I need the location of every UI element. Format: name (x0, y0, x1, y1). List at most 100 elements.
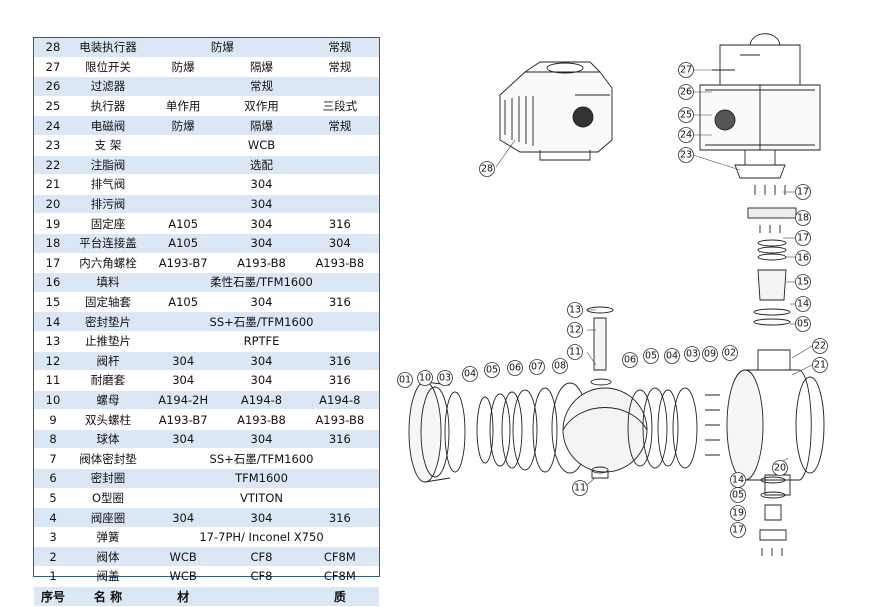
material-cell: 304 (144, 370, 223, 391)
part-name: 填料 (72, 272, 144, 293)
material-cell: TFM1600 (144, 468, 379, 489)
material-cell: SS+石墨/TFM1600 (144, 311, 379, 332)
bolts-right (705, 394, 720, 456)
material-cell: 三段式 (300, 96, 379, 117)
part-name: 耐磨套 (72, 370, 144, 391)
part-name: 过滤器 (72, 76, 144, 97)
callout-label: 07 (531, 362, 543, 373)
electric-actuator (499, 61, 613, 161)
material-cell: 304 (222, 213, 301, 234)
part-name: 阀杆 (72, 351, 144, 372)
part-number: 6 (34, 468, 72, 489)
part-number: 27 (34, 57, 72, 78)
callout-label: 16 (797, 253, 809, 264)
material-cell: 隔爆 (222, 115, 301, 136)
seat-rings-right (627, 387, 698, 469)
material-cell: VTITON (144, 488, 379, 509)
material-cell: CF8M (300, 566, 379, 587)
material-cell: 316 (300, 507, 379, 528)
material-cell: 防爆 (144, 38, 301, 58)
material-cell: 304 (144, 351, 223, 372)
header-material-2: 质 (300, 585, 379, 607)
material-cell: A193-B8 (300, 253, 379, 274)
callout-label: 14 (732, 475, 744, 486)
material-cell: 316 (300, 292, 379, 313)
callout-label: 05 (486, 365, 498, 376)
material-cell: 304 (300, 233, 379, 254)
material-cell: A194-8 (300, 390, 379, 411)
material-cell: 常规 (300, 57, 379, 78)
material-cell: 选配 (144, 155, 379, 176)
part-name: 限位开关 (72, 57, 144, 78)
material-cell: A105 (144, 233, 223, 254)
material-cell: A193-B7 (144, 253, 223, 274)
material-cell: CF8M (300, 546, 379, 568)
material-cell: 304 (222, 370, 301, 391)
part-number: 19 (34, 213, 72, 234)
material-cell: A193-B8 (222, 409, 301, 430)
callout-label: 20 (774, 463, 786, 474)
callout-label: 03 (686, 349, 698, 360)
part-name: 内六角螺栓 (72, 253, 144, 274)
material-cell: 304 (144, 429, 223, 450)
part-number: 21 (34, 174, 72, 195)
part-number: 3 (34, 527, 72, 548)
table-header: 序号名 称材质 (34, 585, 379, 607)
callout-label: 11 (569, 347, 581, 358)
part-name: 注脂阀 (72, 155, 144, 176)
material-cell: RPTFE (144, 331, 379, 352)
material-cell: 304 (222, 351, 301, 372)
callout-label: 15 (797, 277, 809, 288)
callout-label: 21 (814, 360, 826, 371)
part-name: 电装执行器 (72, 38, 144, 58)
callout-label: 01 (399, 375, 411, 386)
part-name: 密封垫片 (72, 311, 144, 332)
stem-stack (747, 185, 797, 326)
material-cell: 316 (300, 370, 379, 391)
header-name: 名 称 (72, 585, 144, 607)
material-cell: 304 (144, 194, 379, 215)
callout-label: 03 (439, 373, 451, 384)
part-name: 平台连接盖 (72, 233, 144, 254)
part-number: 28 (34, 38, 72, 58)
part-name: 排污阀 (72, 194, 144, 215)
material-cell: A105 (144, 213, 223, 234)
part-name: 固定座 (72, 213, 144, 234)
material-cell: A105 (144, 292, 223, 313)
callout-label: 06 (509, 363, 521, 374)
material-cell: A194-8 (222, 390, 301, 411)
part-name: 止推垫片 (72, 331, 144, 352)
part-number: 11 (34, 370, 72, 391)
part-number: 22 (34, 155, 72, 176)
callout-label: 02 (724, 348, 736, 359)
callout-28 (479, 161, 495, 177)
callout-label: 17 (797, 233, 809, 244)
callout-label: 19 (732, 508, 744, 519)
valve-stem (586, 306, 614, 386)
material-cell: 常规 (300, 115, 379, 136)
part-number: 7 (34, 448, 72, 470)
part-name: 排气阀 (72, 174, 144, 195)
part-number: 20 (34, 194, 72, 215)
callout-label: 24 (680, 130, 692, 141)
part-number: 5 (34, 488, 72, 509)
material-cell: 304 (222, 507, 301, 528)
part-number: 18 (34, 233, 72, 254)
callout-label: 17 (732, 525, 744, 536)
callout-label: 11 (574, 483, 586, 494)
part-name: 密封圈 (72, 468, 144, 489)
callout-label: 05 (797, 319, 809, 330)
